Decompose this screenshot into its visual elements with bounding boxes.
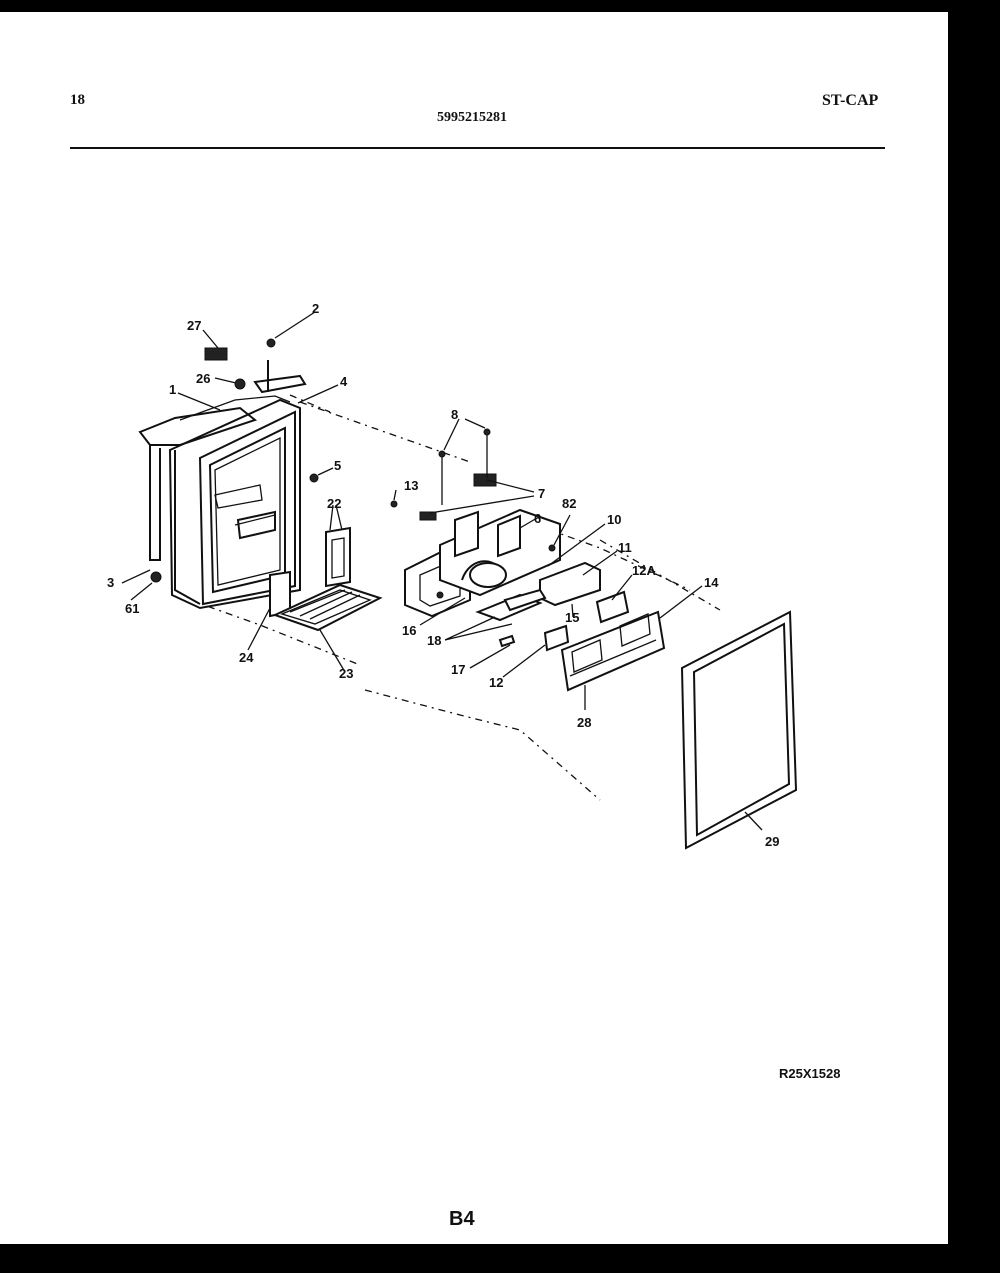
callout-82: 82 (562, 496, 576, 511)
model-code: ST-CAP (822, 92, 879, 109)
exploded-parts-diagram: 27 2 26 1 4 5 8 7 13 82 6 10 11 12A 14 2… (107, 301, 798, 850)
callout-61: 61 (125, 601, 139, 616)
callout-5: 5 (334, 458, 341, 473)
assembly-lines (189, 394, 721, 801)
figure-reference: R25X1528 (779, 1066, 841, 1081)
callout-3: 3 (107, 575, 114, 590)
callout-23: 23 (339, 666, 353, 681)
callout-6: 6 (534, 511, 541, 526)
dispenser-housing (138, 338, 319, 610)
callout-8: 8 (451, 407, 458, 422)
control-assembly (390, 428, 630, 652)
callout-15: 15 (565, 610, 579, 625)
callout-28: 28 (577, 715, 591, 730)
page-number: 18 (70, 92, 85, 108)
leader-lines (121, 311, 763, 831)
callout-24: 24 (239, 650, 254, 665)
callout-7: 7 (538, 486, 545, 501)
callout-26: 26 (196, 371, 210, 386)
callout-14: 14 (704, 575, 719, 590)
callout-29: 29 (765, 834, 779, 849)
lever-and-tray (269, 526, 383, 632)
callout-22: 22 (327, 496, 341, 511)
callout-16: 16 (402, 623, 416, 638)
callout-10: 10 (607, 512, 621, 527)
callout-4: 4 (340, 374, 348, 389)
callout-12: 12 (489, 675, 503, 690)
door-gasket (680, 610, 798, 850)
header-rule (70, 147, 885, 149)
document-number: 5995215281 (437, 110, 507, 125)
callout-1: 1 (169, 382, 176, 397)
callout-2: 2 (312, 301, 319, 316)
callout-17: 17 (451, 662, 465, 677)
callout-18: 18 (427, 633, 441, 648)
callout-labels: 27 2 26 1 4 5 8 7 13 82 6 10 11 12A 14 2… (107, 301, 779, 849)
callout-27: 27 (187, 318, 201, 333)
callout-11: 11 (618, 540, 632, 555)
callout-12a: 12A (632, 563, 656, 578)
callout-13: 13 (404, 478, 418, 493)
section-code: B4 (449, 1208, 475, 1230)
control-panel-bezel (560, 610, 666, 692)
